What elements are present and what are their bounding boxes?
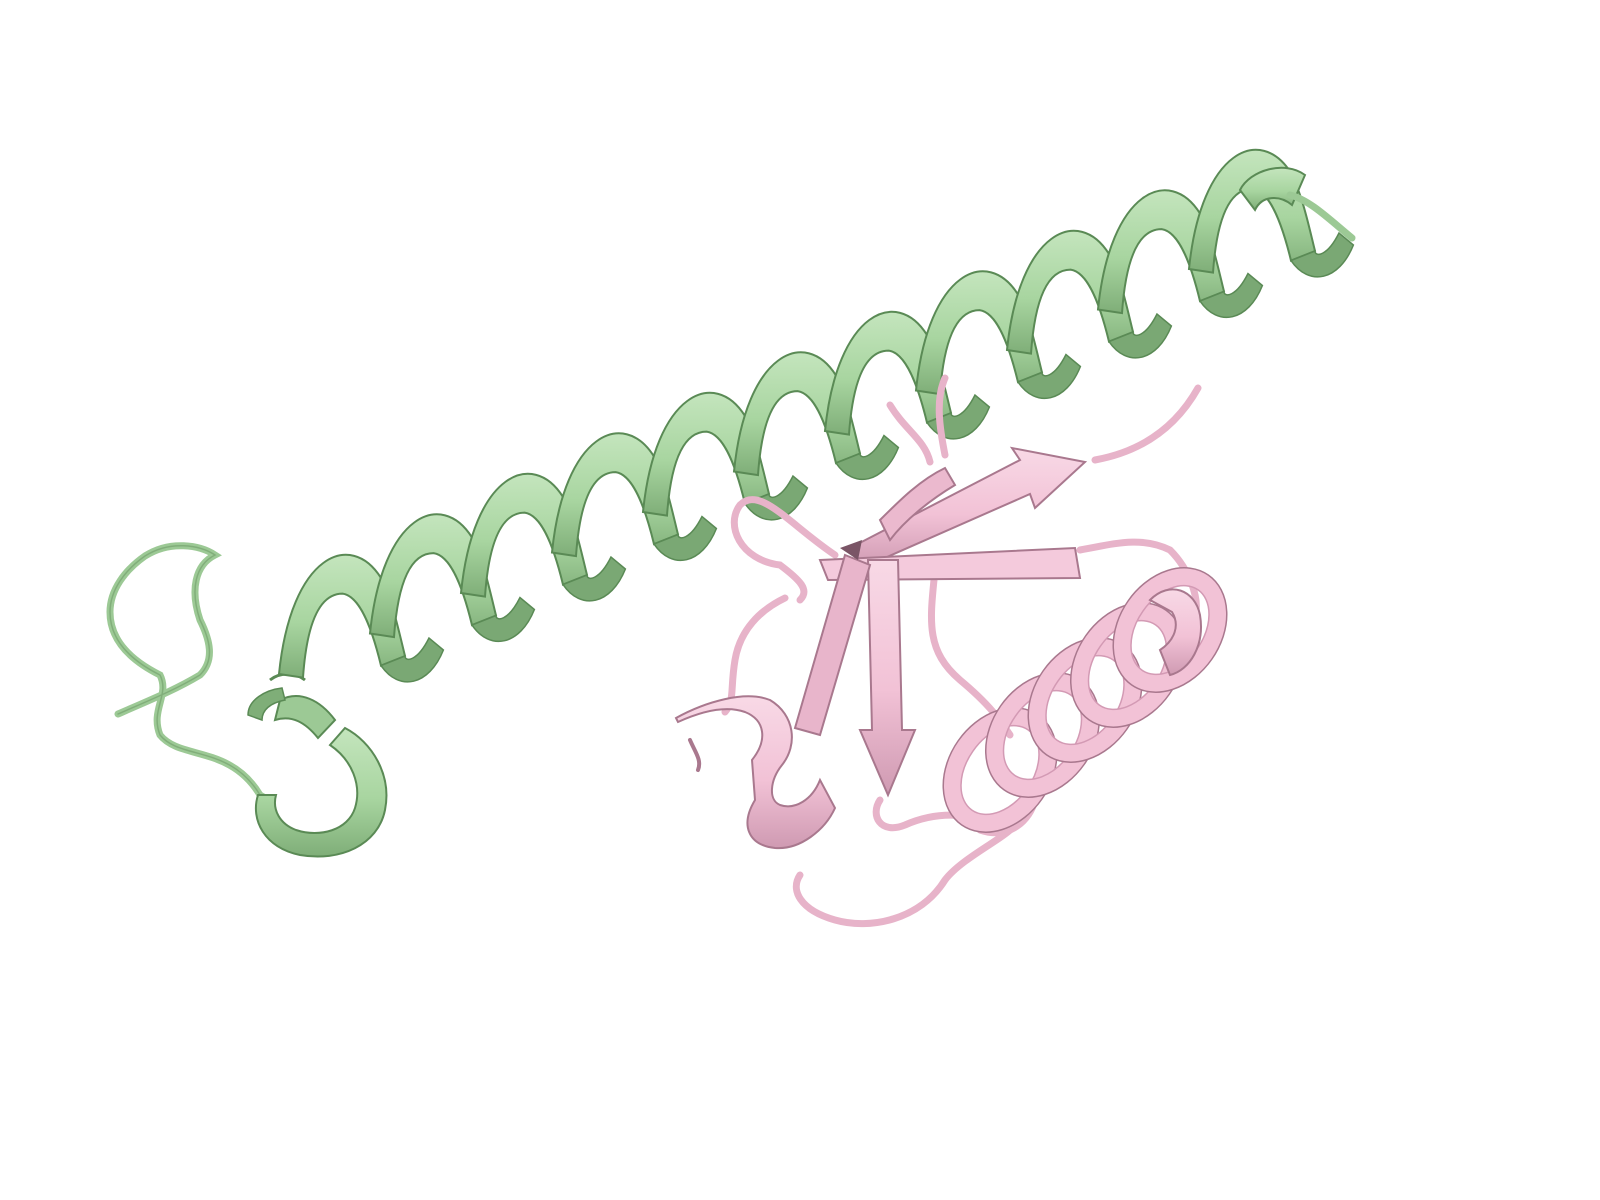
chain-a-ribbon[interactable] xyxy=(106,148,1356,858)
helix-turn xyxy=(1005,229,1135,355)
helix-end xyxy=(1148,588,1202,677)
helix-turn-edge xyxy=(1069,602,1186,728)
helix-turn-back xyxy=(1016,353,1082,399)
chain-b-right-helix xyxy=(942,567,1228,833)
chain-a-coil xyxy=(106,542,276,806)
helix-turn xyxy=(550,432,680,558)
helix-turn xyxy=(1096,189,1226,315)
chain-b-coil xyxy=(721,374,1202,928)
helix-turn xyxy=(1113,567,1227,693)
helix-turn-edge xyxy=(1112,567,1228,693)
chain-a-c-term-coil xyxy=(1286,191,1356,242)
helix-turn xyxy=(823,310,953,436)
helix-turn-back xyxy=(470,596,536,642)
helix-turn-back xyxy=(1289,231,1355,278)
chain-b-left-helix xyxy=(674,695,837,850)
helix-turn xyxy=(914,270,1044,396)
helix-turn-back xyxy=(561,555,627,602)
helix-turn-back xyxy=(834,434,900,480)
helix-turn-back xyxy=(379,636,445,683)
chain-a-short-helix xyxy=(254,726,388,858)
helix-turn xyxy=(1187,148,1317,274)
chain-a-long-helix xyxy=(277,148,1355,683)
chain-b-strand-3 xyxy=(858,559,917,798)
helix-turn xyxy=(459,472,589,598)
chain-b-strand-1 xyxy=(848,446,1088,570)
helix-turn xyxy=(277,553,407,679)
chain-b-ribbon[interactable] xyxy=(674,374,1250,928)
chain-b-strand-4 xyxy=(793,553,872,737)
helix-turn xyxy=(368,513,498,639)
helix-turn-back xyxy=(743,474,809,521)
helix-turn-back xyxy=(1107,312,1173,359)
helix-end xyxy=(1238,166,1307,212)
helix-turn xyxy=(732,351,862,477)
helix-turn-back xyxy=(1198,272,1264,318)
helix-turn-back xyxy=(652,515,718,561)
helix-turn xyxy=(641,391,771,517)
